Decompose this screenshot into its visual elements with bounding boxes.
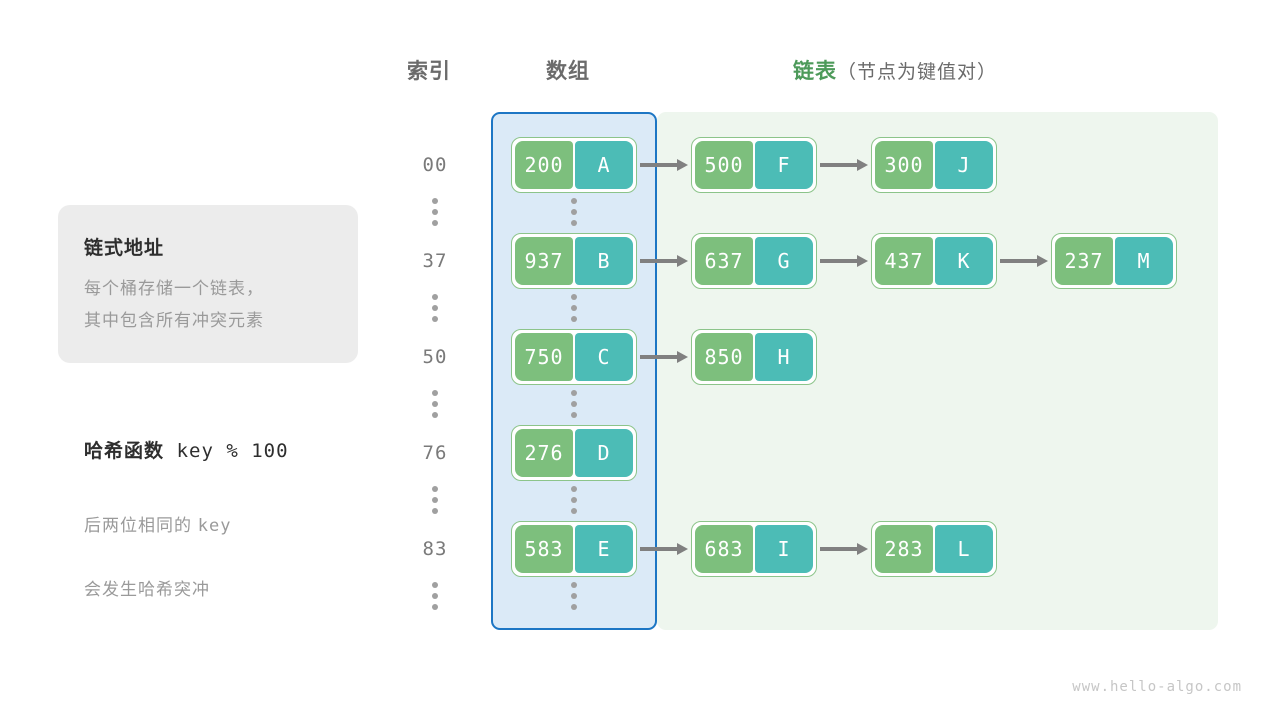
bucket-index-label: 37	[422, 250, 448, 272]
node-value: B	[575, 237, 633, 285]
node-key: 300	[875, 141, 933, 189]
node-key: 283	[875, 525, 933, 573]
node-key: 850	[695, 333, 753, 381]
info-card-title: 链式地址	[84, 238, 165, 259]
array-ellipsis	[571, 390, 577, 418]
next-pointer-arrow	[640, 255, 688, 267]
index-ellipsis	[432, 582, 438, 610]
next-pointer-arrow	[820, 255, 868, 267]
node-value: F	[755, 141, 813, 189]
node-key: 583	[515, 525, 573, 573]
array-ellipsis	[571, 582, 577, 610]
column-header-linkedlist-subtitle: （节点为键值对）	[837, 62, 998, 83]
node-value: A	[575, 141, 633, 189]
info-card-body: 每个桶存储一个链表， 其中包含所有冲突元素	[84, 279, 264, 330]
hash-function-title: 哈希函数 key % 100	[84, 436, 289, 463]
hash-note-line1-code: key	[197, 516, 232, 536]
node-key: 200	[515, 141, 573, 189]
bucket-index-label: 00	[422, 154, 448, 176]
next-pointer-arrow	[820, 543, 868, 555]
column-header-array: 数组	[546, 60, 590, 83]
node-value: G	[755, 237, 813, 285]
node-key: 237	[1055, 237, 1113, 285]
index-ellipsis	[432, 390, 438, 418]
index-ellipsis	[432, 486, 438, 514]
node-key: 683	[695, 525, 753, 573]
node-value: H	[755, 333, 813, 381]
hash-function-expression: key % 100	[176, 440, 289, 462]
next-pointer-arrow	[1000, 255, 1048, 267]
node-value: I	[755, 525, 813, 573]
node-key: 437	[875, 237, 933, 285]
next-pointer-arrow	[640, 159, 688, 171]
node-key: 276	[515, 429, 573, 477]
bucket-index-label: 50	[422, 346, 448, 368]
node-value: C	[575, 333, 633, 381]
hash-note-line1-prefix: 后两位相同的	[84, 516, 198, 535]
index-ellipsis	[432, 198, 438, 226]
hash-function-note: 后两位相同的 key 会发生哈希突冲	[84, 478, 231, 606]
column-header-index: 索引	[407, 60, 451, 83]
node-value: K	[935, 237, 993, 285]
index-ellipsis	[432, 294, 438, 322]
next-pointer-arrow	[820, 159, 868, 171]
array-ellipsis	[571, 198, 577, 226]
node-key: 750	[515, 333, 573, 381]
node-value: M	[1115, 237, 1173, 285]
column-header-linkedlist: 链表（节点为键值对）	[793, 55, 997, 85]
node-key: 937	[515, 237, 573, 285]
node-key: 500	[695, 141, 753, 189]
bucket-index-label: 83	[422, 538, 448, 560]
hash-note-line2: 会发生哈希突冲	[84, 580, 210, 599]
bucket-index-label: 76	[422, 442, 448, 464]
next-pointer-arrow	[640, 351, 688, 363]
node-key: 637	[695, 237, 753, 285]
node-value: E	[575, 525, 633, 573]
watermark: www.hello-algo.com	[1072, 679, 1242, 695]
info-card-chaining: 链式地址 每个桶存储一个链表， 其中包含所有冲突元素	[58, 205, 358, 363]
column-header-linkedlist-title: 链表	[793, 60, 837, 83]
node-value: J	[935, 141, 993, 189]
next-pointer-arrow	[640, 543, 688, 555]
node-value: D	[575, 429, 633, 477]
hash-function-label: 哈希函数	[84, 441, 165, 462]
node-value: L	[935, 525, 993, 573]
array-ellipsis	[571, 294, 577, 322]
array-ellipsis	[571, 486, 577, 514]
